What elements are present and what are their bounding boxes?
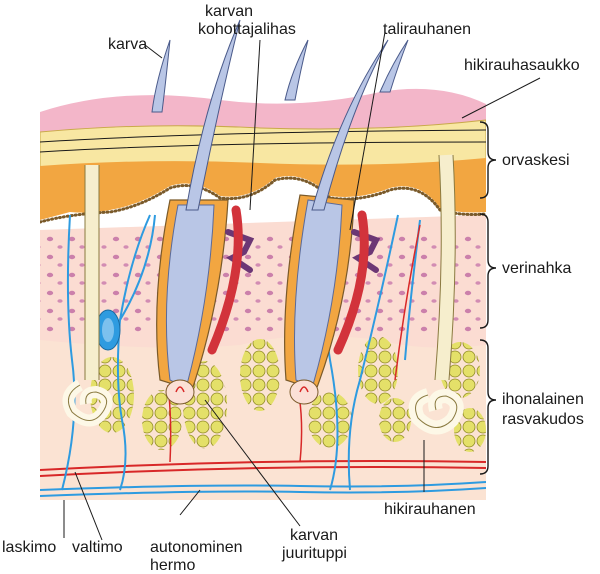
leader-lines [63,31,541,541]
label-karvan-juurituppi-1: karvan [290,527,338,544]
label-karvan-juurituppi-2: juurituppi [281,545,347,562]
label-ihonalainen-rasvakudos-1: ihonalainen [502,391,584,408]
fat-lobule [308,392,352,448]
fat-lobule [240,339,280,411]
skin-tissue [40,88,486,500]
label-hikirauhasaukko: hikirauhasaukko [464,57,580,74]
hair-follicle-right [284,194,381,405]
hair-shaft [284,39,309,101]
vein-line [40,487,486,497]
label-ihonalainen-rasvakudos-2: rasvakudos [502,411,584,428]
label-hikirauhanen: hikirauhanen [384,501,476,518]
fat-lobules [90,336,486,452]
label-karvan-kohottajalihas-1: karvan [205,3,253,20]
label-talirauhanen: talirauhanen [383,21,471,38]
label-karva: karva [108,36,147,53]
hair-shaft [185,19,241,211]
labels: karva karvan kohottajalihas talirauhanen… [2,3,584,574]
layer-braces [479,121,497,475]
basement-membrane [40,176,486,224]
fat-lobule [379,398,411,442]
brace-verinahka [479,213,497,329]
label-valtimo: valtimo [72,539,123,556]
label-verinahka: verinahka [502,260,571,277]
epidermis-orange-band [40,158,486,220]
left-sweat-gland [62,165,113,427]
label-laskimo: laskimo [2,539,56,556]
label-karvan-kohottajalihas-2: kohottajalihas [198,21,296,38]
hair-shaft [151,39,171,113]
brace-ihonalainen [479,339,497,475]
vein-line [40,481,486,491]
fat-lobule [142,390,182,450]
label-orvaskesi: orvaskesi [502,152,570,169]
brace-orvaskesi [479,121,497,199]
arrector-muscle-left [207,205,243,355]
arrector-muscle-right [333,210,369,355]
hair-shaft [379,39,409,93]
hair-shafts [151,19,409,211]
hair-shaft [311,39,389,211]
fat-lobule [454,408,486,452]
hair-follicle-left [156,199,255,405]
fat-lobule [358,336,398,404]
label-autonominen-hermo-2: hermo [150,557,195,574]
label-autonominen-hermo-1: autonominen [150,539,243,556]
right-sweat-gland [408,154,464,435]
